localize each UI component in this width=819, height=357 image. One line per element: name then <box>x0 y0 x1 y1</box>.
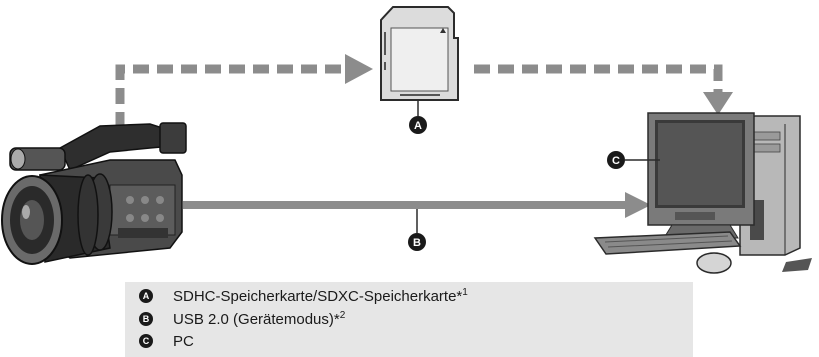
usb-arrow <box>183 192 651 218</box>
legend-text-a: SDHC-Speicherkarte/SDXC-Speicherkarte*1 <box>173 286 468 305</box>
camcorder-icon <box>1 122 187 265</box>
legend-badge-c: C <box>139 334 153 348</box>
legend-text-b: USB 2.0 (Gerätemodus)*2 <box>173 309 346 328</box>
legend-text-c: PC <box>173 332 194 350</box>
legend-badge-a: A <box>139 289 153 303</box>
svg-text:B: B <box>413 237 421 249</box>
badge-a: A <box>409 116 427 134</box>
legend-item-b: B USB 2.0 (Gerätemodus)*2 <box>139 309 345 329</box>
legend-item-a: A SDHC-Speicherkarte/SDXC-Speicherkarte*… <box>139 286 468 306</box>
legend-badge-b: B <box>139 312 153 326</box>
svg-text:A: A <box>414 120 422 132</box>
badge-c: C <box>607 151 625 169</box>
svg-text:C: C <box>612 155 620 167</box>
legend-box: A SDHC-Speicherkarte/SDXC-Speicherkarte*… <box>125 282 693 357</box>
badge-b: B <box>408 233 426 251</box>
dashed-arrow-camera-to-card <box>115 54 373 128</box>
sd-card-icon <box>380 6 459 101</box>
dashed-arrow-card-to-pc <box>474 64 733 115</box>
pc-icon <box>593 112 812 274</box>
legend-item-c: C PC <box>139 331 194 351</box>
